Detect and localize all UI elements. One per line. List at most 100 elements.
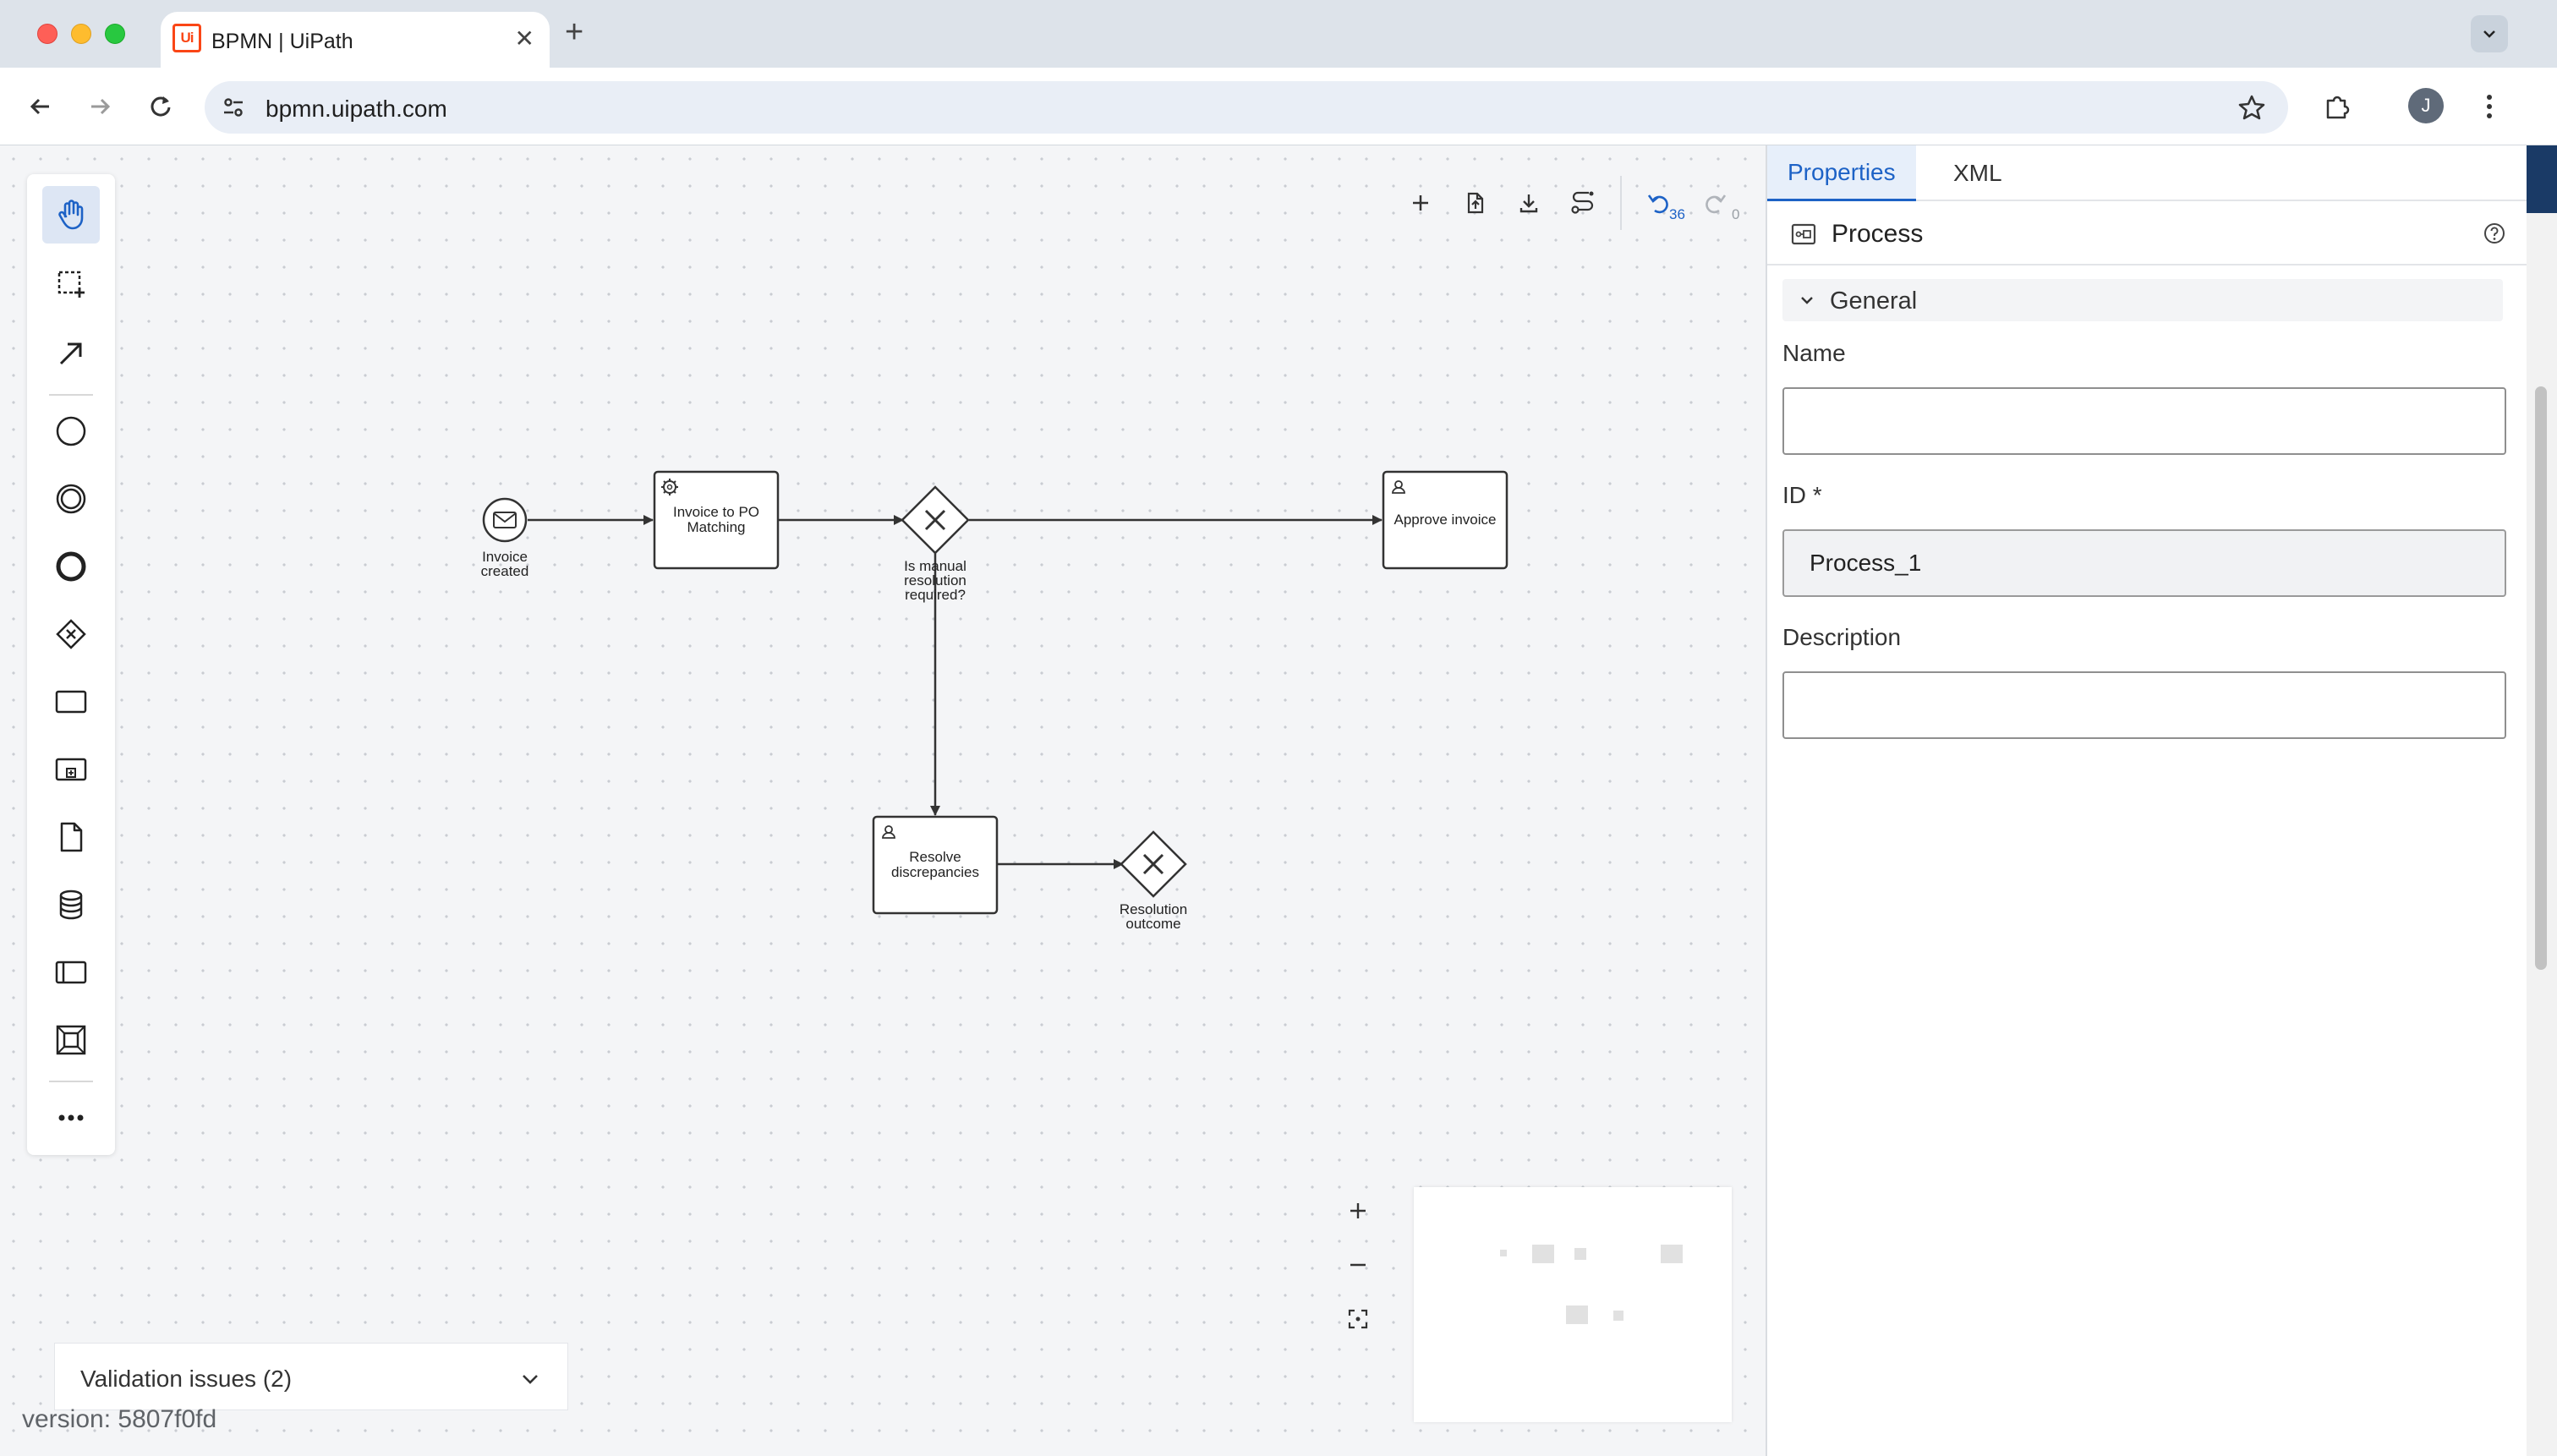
process-icon: [1791, 222, 1816, 251]
data-store-icon: [59, 889, 83, 920]
group-tool[interactable]: [42, 1011, 100, 1069]
id-label: ID *: [1782, 482, 1822, 508]
chevron-down-icon: [1798, 291, 1816, 314]
tab-title: BPMN | UiPath: [211, 30, 353, 53]
minimap[interactable]: [1414, 1187, 1732, 1422]
validation-issues-toggle[interactable]: Validation issues (2): [54, 1343, 568, 1410]
panel-tabs: Properties XML: [1767, 145, 2527, 201]
hand-icon: [58, 200, 84, 230]
user-icon: [1392, 480, 1405, 494]
service-task[interactable]: [653, 470, 780, 570]
help-icon[interactable]: [2483, 222, 2506, 249]
description-field[interactable]: [1782, 671, 2506, 739]
new-tab-button[interactable]: +: [565, 14, 584, 50]
page-scrollbar[interactable]: [2527, 145, 2557, 1456]
end-event-tool[interactable]: [42, 538, 100, 595]
subprocess-tool[interactable]: [42, 741, 100, 798]
start-event-message[interactable]: [482, 497, 528, 543]
open-file-button[interactable]: [1454, 183, 1495, 223]
tab-search-button[interactable]: [2471, 15, 2508, 52]
data-store-tool[interactable]: [42, 876, 100, 933]
uipath-favicon-icon: Ui: [172, 24, 201, 52]
name-label: Name: [1782, 340, 1846, 366]
subprocess-icon: [55, 758, 87, 781]
element-title: Process: [1832, 220, 1924, 248]
exclusive-gateway[interactable]: [901, 485, 970, 555]
close-tab-icon[interactable]: ✕: [514, 25, 534, 52]
user-task-approve[interactable]: [1382, 470, 1508, 570]
back-button[interactable]: [22, 88, 59, 125]
hand-tool[interactable]: [42, 186, 100, 244]
reload-button[interactable]: [142, 88, 179, 125]
minimize-window-button[interactable]: [71, 24, 91, 44]
exclusive-gateway-outcome[interactable]: [1120, 830, 1187, 898]
redo-count: 0: [1732, 206, 1740, 222]
redo-button[interactable]: [1695, 183, 1735, 223]
address-bar[interactable]: bpmn.uipath.com: [205, 81, 2288, 134]
bpmn-diagram: [482, 470, 1508, 915]
name-field[interactable]: [1782, 387, 2506, 455]
browser-tab-strip: Ui BPMN | UiPath ✕ +: [0, 0, 2557, 68]
extensions-puzzle-icon[interactable]: [2319, 88, 2356, 125]
group-icon: [56, 1025, 86, 1055]
connect-tool[interactable]: [42, 325, 100, 382]
version-text: version: 5807f0fd: [22, 1405, 217, 1433]
forward-button[interactable]: [81, 88, 118, 125]
maximize-window-button[interactable]: [105, 24, 125, 44]
download-button[interactable]: [1508, 183, 1549, 223]
description-label: Description: [1782, 624, 1902, 650]
zoom-in-button[interactable]: [1339, 1192, 1377, 1229]
arrow-connect-icon: [59, 342, 82, 365]
undo-count: 36: [1669, 206, 1685, 222]
site-info-icon[interactable]: [220, 94, 247, 121]
page-edge-banner: [2527, 145, 2557, 213]
user-task-resolve[interactable]: [872, 815, 999, 915]
redo-icon: [1706, 194, 1727, 214]
data-object-icon: [60, 822, 83, 852]
gear-icon: [661, 479, 678, 495]
task-icon: [55, 690, 87, 714]
general-section-header[interactable]: General: [1782, 279, 2503, 321]
url-text: bpmn.uipath.com: [266, 96, 447, 122]
scrollbar-thumb[interactable]: [2535, 386, 2547, 970]
tab-xml[interactable]: XML: [1953, 160, 2002, 186]
section-title: General: [1830, 287, 1918, 315]
browser-toolbar: bpmn.uipath.com J: [0, 68, 2557, 145]
intermediate-event-tool[interactable]: [42, 470, 100, 528]
more-tools-button[interactable]: [42, 1089, 100, 1147]
approve-task-label: Approve invoice: [1393, 512, 1497, 528]
undo-button[interactable]: [1639, 183, 1679, 223]
task-tool[interactable]: [42, 673, 100, 731]
fit-view-button[interactable]: [1339, 1300, 1377, 1338]
properties-panel: Properties XML Process General Name ID *…: [1766, 145, 2527, 1456]
browser-menu-icon[interactable]: [2471, 88, 2508, 125]
tool-palette: [27, 174, 115, 1155]
lasso-tool[interactable]: [42, 255, 100, 313]
intermediate-event-icon: [56, 484, 86, 514]
id-field[interactable]: Process_1: [1782, 529, 2506, 597]
close-window-button[interactable]: [37, 24, 57, 44]
upload-file-icon: [1467, 192, 1484, 214]
data-object-tool[interactable]: [42, 808, 100, 866]
lasso-select-icon: [57, 271, 85, 298]
route-icon: [1571, 191, 1594, 214]
browser-tab[interactable]: Ui BPMN | UiPath ✕: [161, 12, 550, 68]
chevron-down-icon: [518, 1367, 542, 1395]
more-icon: [58, 1114, 84, 1121]
gateway-tool[interactable]: [42, 605, 100, 663]
zoom-in-icon: [1350, 1203, 1366, 1218]
profile-avatar[interactable]: J: [2408, 88, 2444, 123]
undo-icon: [1647, 194, 1668, 214]
start-event-tool[interactable]: [42, 402, 100, 460]
new-diagram-button[interactable]: [1400, 183, 1441, 223]
bookmark-star-icon[interactable]: [2237, 93, 2266, 126]
layout-button[interactable]: [1563, 183, 1603, 223]
zoom-out-button[interactable]: [1339, 1246, 1377, 1284]
bpmn-canvas[interactable]: [0, 145, 1766, 1456]
pool-tool[interactable]: [42, 944, 100, 1001]
tab-properties[interactable]: Properties: [1767, 145, 1916, 201]
pool-icon: [55, 961, 87, 984]
